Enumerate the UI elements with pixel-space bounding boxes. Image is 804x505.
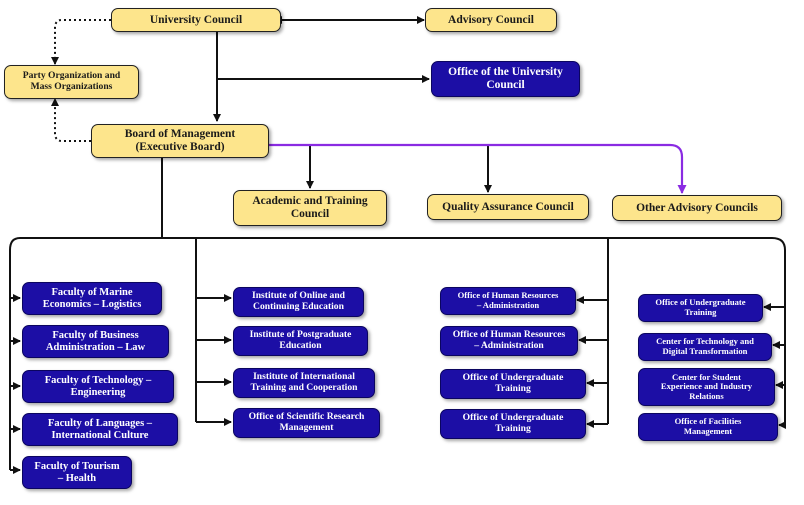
- link-council-party: [51, 19, 111, 65]
- main-bus: [20, 237, 786, 350]
- office-undergraduate-training-2-box: Office of Undergraduate Training: [440, 409, 586, 439]
- faculty-business-administration-box: Faculty of Business Administration – Law: [22, 325, 169, 358]
- center-technology-digital-box: Center for Technology and Digital Transf…: [638, 333, 772, 361]
- office-university-council-box: Office of the University Council: [431, 61, 580, 97]
- link-board-other: [268, 143, 687, 194]
- board-of-management-box: Board of Management (Executive Board): [91, 124, 269, 158]
- office-human-resources-1-box: Office of Human Resources – Administrati…: [440, 287, 576, 315]
- institute-international-box: Institute of International Training and …: [233, 368, 375, 398]
- office-scientific-research-box: Office of Scientific Research Management: [233, 408, 380, 438]
- faculty-technology-box: Faculty of Technology – Engineering: [22, 370, 174, 403]
- link-board-party: [51, 98, 91, 142]
- academic-training-council-box: Academic and Training Council: [233, 190, 387, 226]
- advisory-council-box: Advisory Council: [425, 8, 557, 32]
- other-advisory-councils-box: Other Advisory Councils: [612, 195, 782, 221]
- faculty-marine-economics-box: Faculty of Marine Economics – Logistics: [22, 282, 162, 315]
- office-undergraduate-training-1-box: Office of Undergraduate Training: [440, 369, 586, 399]
- quality-assurance-council-box: Quality Assurance Council: [427, 194, 589, 220]
- institute-online-education-box: Institute of Online and Continuing Educa…: [233, 287, 364, 317]
- office-undergraduate-training-3-box: Office of Undergraduate Training: [638, 294, 763, 322]
- university-council-box: University Council: [111, 8, 281, 32]
- party-organization-box: Party Organization and Mass Organization…: [4, 65, 139, 99]
- faculty-languages-box: Faculty of Languages – International Cul…: [22, 413, 178, 446]
- center-student-experience-box: Center for Student Experience and Indust…: [638, 368, 775, 406]
- office-facilities-management-box: Office of Facilities Management: [638, 413, 778, 441]
- institute-postgraduate-box: Institute of Postgraduate Education: [233, 326, 368, 356]
- office-human-resources-2-box: Office of Human Resources – Administrati…: [440, 326, 578, 356]
- faculty-tourism-box: Faculty of Tourism – Health: [22, 456, 132, 489]
